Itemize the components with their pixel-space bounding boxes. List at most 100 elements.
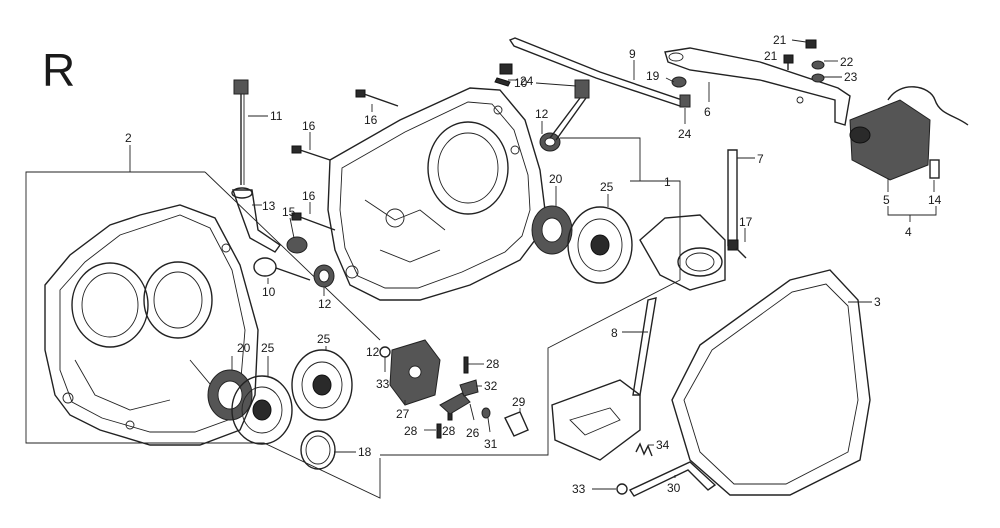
dipstick-11 [233, 79, 249, 185]
svg-text:19: 19 [646, 69, 660, 83]
svg-text:33: 33 [572, 482, 586, 496]
seal-12-left [313, 264, 335, 288]
svg-text:26: 26 [466, 426, 480, 440]
callout-18: 18 [334, 445, 372, 459]
callout-4: 4 [887, 206, 937, 239]
svg-text:8: 8 [611, 326, 618, 340]
callout-14: 14 [928, 180, 942, 207]
svg-text:5: 5 [883, 193, 890, 207]
callout-27: 27 [396, 400, 410, 421]
svg-text:21: 21 [764, 49, 778, 63]
bearing-25-left [231, 375, 293, 445]
svg-text:15: 15 [282, 205, 296, 219]
svg-text:20: 20 [237, 341, 251, 355]
callout-15: 15 [282, 205, 296, 239]
svg-text:1: 1 [664, 175, 671, 189]
gasket-3 [671, 269, 871, 496]
washer-33-top [379, 346, 391, 358]
svg-text:16: 16 [302, 189, 316, 203]
svg-text:12: 12 [535, 107, 549, 121]
callout-1: 1 [640, 175, 671, 189]
callout-34: 34 [648, 438, 670, 452]
callout-25-left: 25 [261, 341, 275, 376]
svg-text:22: 22 [840, 55, 854, 69]
svg-text:3: 3 [874, 295, 881, 309]
callout-12-top: 12 [535, 107, 549, 134]
callout-31: 31 [484, 417, 498, 451]
arm-26-32 [439, 379, 479, 415]
callout-29: 29 [512, 395, 526, 412]
svg-text:12: 12 [366, 345, 380, 359]
svg-text:33: 33 [376, 377, 390, 391]
callout-10-top: 10 [514, 76, 577, 90]
callout-20-right: 20 [549, 172, 563, 206]
callout-33-upper: 33 [376, 357, 390, 391]
svg-text:13: 13 [262, 199, 276, 213]
callout-16-low: 16 [302, 189, 316, 214]
callout-16-mid: 16 [302, 119, 316, 150]
svg-text:25: 25 [261, 341, 275, 355]
spring-34 [635, 442, 653, 457]
callout-25-lower: 25 [317, 332, 331, 350]
svg-text:25: 25 [317, 332, 331, 346]
clip-24-right [679, 94, 691, 108]
bearing-20-left [207, 369, 253, 421]
callout-20-left: 20 [231, 341, 251, 370]
svg-text:10: 10 [262, 285, 276, 299]
callout-8: 8 [611, 326, 648, 340]
svg-text:20: 20 [549, 172, 563, 186]
oil-filler-13 [231, 187, 281, 253]
svg-text:17: 17 [739, 215, 753, 229]
svg-text:28: 28 [486, 357, 500, 371]
oil-alert-unit-5 [849, 86, 969, 181]
bolt-16-top [355, 89, 399, 107]
callout-24-top: 24 [508, 74, 534, 88]
governor-arm-30 [628, 461, 717, 497]
callout-21-top: 21 [773, 33, 807, 47]
callout-7: 7 [737, 152, 764, 166]
callout-28-mid: 28 [442, 424, 456, 438]
dipstick-10-left [253, 257, 311, 281]
clip-24-top [494, 77, 511, 87]
grommet-15 [286, 236, 308, 254]
svg-text:14: 14 [928, 193, 942, 207]
svg-text:9: 9 [629, 47, 636, 61]
callout-33-lower: 33 [572, 482, 616, 496]
svg-text:18: 18 [358, 445, 372, 459]
callout-26: 26 [466, 403, 480, 440]
bearing-25-right [567, 206, 633, 284]
governor-gear-27 [389, 339, 441, 406]
callout-16-top: 16 [364, 104, 378, 127]
svg-text:28: 28 [404, 424, 418, 438]
svg-text:6: 6 [704, 105, 711, 119]
callout-17: 17 [739, 215, 753, 242]
svg-text:2: 2 [125, 131, 132, 145]
svg-text:11: 11 [270, 109, 283, 123]
bracket-6 [664, 47, 851, 126]
svg-text:16: 16 [364, 113, 378, 127]
bearing-20-right [531, 205, 573, 255]
bracket-7 [639, 149, 738, 291]
svg-text:21: 21 [773, 33, 787, 47]
breather-8 [551, 297, 657, 461]
svg-text:23: 23 [844, 70, 858, 84]
seal-12-top [539, 132, 561, 152]
clip-14 [929, 159, 940, 179]
callout-11: 11 [248, 109, 283, 123]
callout-28-left: 28 [404, 424, 436, 438]
svg-text:7: 7 [757, 152, 764, 166]
svg-text:32: 32 [484, 379, 498, 393]
crankcase-center [327, 87, 546, 301]
callout-5: 5 [883, 178, 890, 207]
svg-text:4: 4 [905, 225, 912, 239]
callout-25-right: 25 [600, 180, 614, 207]
group-1-frame [380, 137, 681, 456]
callout-2: 2 [125, 131, 132, 145]
washer-33-bottom [616, 483, 628, 495]
bolt-16-low [291, 212, 336, 231]
svg-text:24: 24 [678, 127, 692, 141]
group-2-frame [25, 145, 381, 499]
seal-18 [300, 430, 336, 470]
